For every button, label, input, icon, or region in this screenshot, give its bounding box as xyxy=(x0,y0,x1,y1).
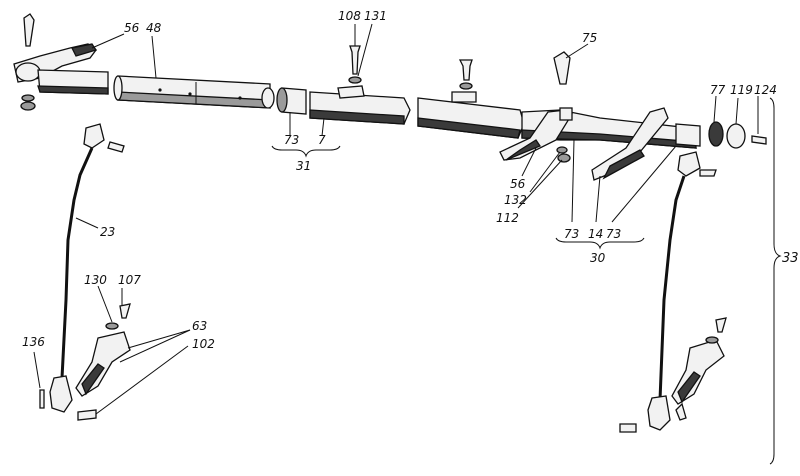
small-bushing xyxy=(261,87,275,109)
shaft-segment-1-shadow xyxy=(37,85,109,95)
right-drop-lever-shadow xyxy=(602,149,645,180)
shaft-tube-14-shadow xyxy=(521,129,697,149)
label-73-b: 73 xyxy=(606,227,621,241)
bracket-right-shadow xyxy=(417,117,521,139)
label-31: 31 xyxy=(296,159,311,173)
label-73-left: 73 xyxy=(284,133,299,147)
left-lever-hub xyxy=(15,62,41,82)
bracket-7-shadow xyxy=(309,109,405,125)
bolt-124 xyxy=(751,135,767,145)
bushing-73-left-face xyxy=(276,87,288,113)
bolt-right-lower xyxy=(699,169,717,177)
tube-hole-2 xyxy=(188,92,192,96)
washer-119 xyxy=(726,123,746,149)
washer-131 xyxy=(348,76,362,84)
right-bolt-bottom xyxy=(619,423,637,433)
left-washer-1 xyxy=(21,94,35,102)
bracket-7-tab xyxy=(337,85,365,99)
left-clevis-top xyxy=(83,123,105,149)
right-split-pin xyxy=(675,402,687,421)
group-braces xyxy=(271,97,782,465)
right-drop-lever xyxy=(591,107,669,181)
label-48: 48 xyxy=(146,21,162,35)
label-73-a: 73 xyxy=(564,227,579,241)
collar-77 xyxy=(708,121,724,147)
right-rod xyxy=(658,175,686,401)
right-clevis-bottom xyxy=(647,395,671,431)
bolt-102 xyxy=(77,409,97,421)
label-56-top: 56 xyxy=(124,21,140,35)
washer-middle xyxy=(459,82,473,90)
label-107: 107 xyxy=(118,273,141,287)
label-75: 75 xyxy=(582,31,597,45)
brace-33 xyxy=(769,97,782,465)
label-30: 30 xyxy=(590,251,606,265)
label-7: 7 xyxy=(318,133,326,147)
brace-30 xyxy=(555,237,645,250)
left-lever-arm-shade xyxy=(71,43,98,57)
brace-31 xyxy=(271,145,341,158)
label-108: 108 xyxy=(338,9,361,23)
washer-130 xyxy=(105,322,119,330)
bracket-right-tab xyxy=(451,91,477,103)
tube-hole-3 xyxy=(238,96,242,100)
label-112: 112 xyxy=(496,211,519,225)
label-63: 63 xyxy=(192,319,207,333)
top-left-pin xyxy=(23,13,35,47)
label-132: 132 xyxy=(504,193,527,207)
washer-132 xyxy=(556,146,568,154)
label-130: 130 xyxy=(84,273,107,287)
right-clevis-top xyxy=(677,151,701,177)
label-119: 119 xyxy=(730,83,753,97)
label-33: 33 xyxy=(782,251,799,266)
pin-75 xyxy=(553,51,571,85)
lever-63-left-shadow xyxy=(81,363,105,396)
label-23: 23 xyxy=(100,225,115,239)
leader-lines xyxy=(33,23,759,415)
shaft-right-end xyxy=(675,123,701,147)
left-linkage xyxy=(39,123,131,421)
lever-56-mid-shadow xyxy=(505,139,541,161)
label-136: 136 xyxy=(22,335,45,349)
nut-112 xyxy=(557,153,571,163)
bolt-108 xyxy=(349,45,361,75)
lever-63-right-shadow xyxy=(677,371,701,404)
right-linkage xyxy=(619,151,727,433)
left-clevis-bottom xyxy=(49,375,73,413)
label-56-mid: 56 xyxy=(510,177,526,191)
rod-23 xyxy=(60,147,94,379)
tube-hole-1 xyxy=(158,88,162,92)
left-washer-2 xyxy=(20,101,36,111)
right-lever-washer xyxy=(705,336,719,344)
clamp-block xyxy=(559,107,573,121)
bolt-107 xyxy=(119,303,131,319)
right-lever-bolt xyxy=(715,317,727,333)
label-131: 131 xyxy=(364,9,387,23)
part-labels: 56 48 108 131 75 77 119 124 73 7 31 56 1… xyxy=(22,9,799,351)
label-77: 77 xyxy=(710,83,726,97)
bolt-middle xyxy=(458,59,473,81)
split-pin-136 xyxy=(39,389,45,409)
cross-shaft-assembly xyxy=(13,13,767,181)
label-14: 14 xyxy=(588,227,603,241)
label-124: 124 xyxy=(754,83,777,97)
label-102: 102 xyxy=(192,337,215,351)
shaft-tube-48-end xyxy=(113,75,123,101)
left-clevis-bolt xyxy=(107,141,125,153)
